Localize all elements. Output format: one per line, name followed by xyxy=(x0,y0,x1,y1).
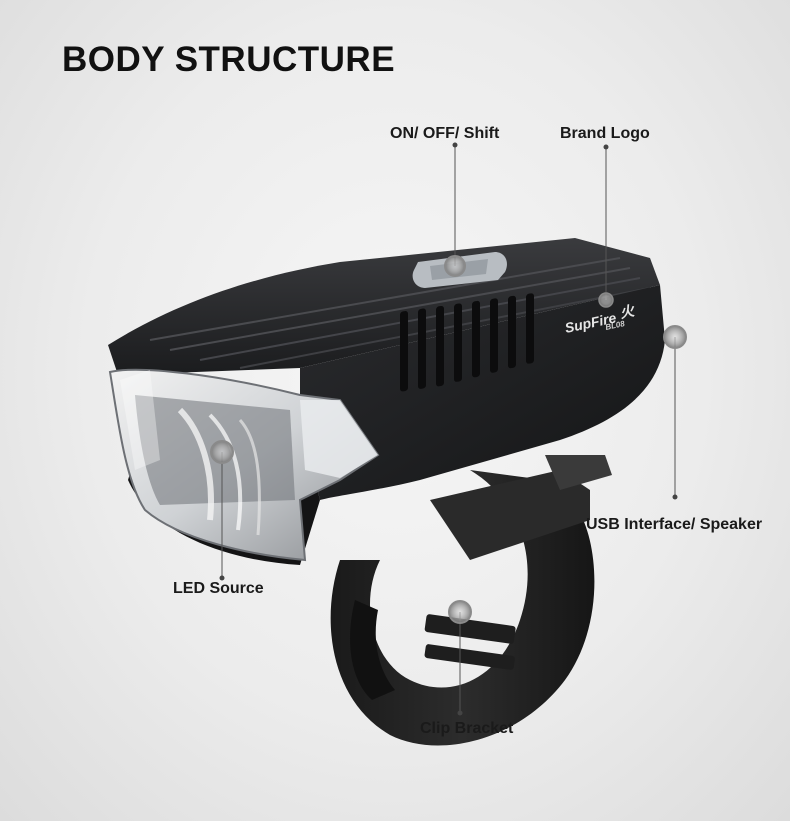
dot-clip xyxy=(457,710,463,716)
clip-bracket xyxy=(330,455,612,746)
callout-clip-bracket: Clip Bracket xyxy=(420,720,514,737)
page-title: BODY STRUCTURE xyxy=(62,40,396,79)
callout-dots xyxy=(219,142,678,716)
marker-led xyxy=(210,440,234,464)
callout-usb-speaker: USB Interface/ Speaker xyxy=(586,516,763,533)
dot-switch xyxy=(452,142,458,148)
marker-switch xyxy=(444,255,466,277)
dot-usb xyxy=(672,494,678,500)
marker-clip xyxy=(448,600,472,624)
dot-brand xyxy=(603,144,609,150)
callout-markers xyxy=(210,255,687,624)
callout-leaders xyxy=(221,145,676,713)
callout-on-off-shift: ON/ OFF/ Shift xyxy=(390,125,500,142)
callout-led-source: LED Source xyxy=(173,580,264,597)
brand-logo-mark: 火 xyxy=(618,302,637,321)
marker-brand xyxy=(598,292,614,308)
model-label: BL08 xyxy=(605,319,627,332)
callout-brand-logo: Brand Logo xyxy=(560,125,650,142)
marker-usb xyxy=(663,325,687,349)
dot-led xyxy=(219,575,225,581)
